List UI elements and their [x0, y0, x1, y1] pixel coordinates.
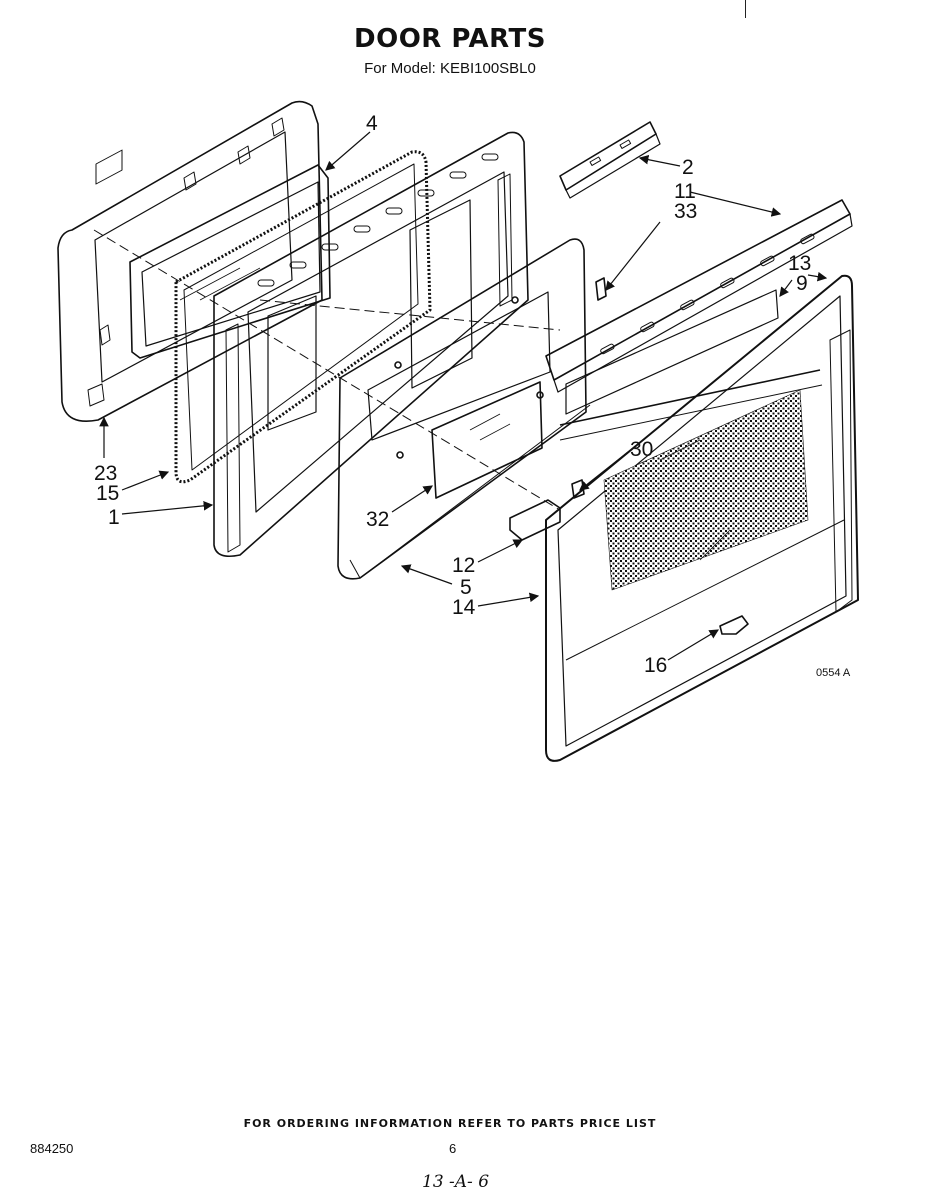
leader-5: [400, 564, 453, 585]
callout-9: 9: [796, 272, 808, 295]
bracket-30: [571, 479, 585, 499]
inner-glass-pack: [129, 164, 331, 359]
callout-23: 23: [94, 462, 117, 485]
window-glass: [431, 381, 543, 499]
callout-12: 12: [452, 554, 475, 577]
leader-33: [605, 221, 661, 291]
leader-12: [477, 539, 524, 563]
side-bracket: [559, 121, 661, 199]
callout-15: 15: [96, 482, 119, 505]
leader-9: [779, 279, 793, 297]
page-number: 6: [449, 1141, 457, 1156]
callout-33: 33: [674, 200, 697, 223]
leader-2: [638, 154, 681, 167]
leader-15: [121, 470, 170, 491]
door-gasket: [174, 150, 432, 484]
leader-11: [689, 191, 782, 217]
leader-1: [121, 501, 214, 515]
outer-door-frame: [545, 274, 859, 762]
model-subtitle: For Model: KEBI100SBL0: [364, 60, 536, 77]
assembly-line-2: [259, 299, 561, 331]
callout-1: 1: [108, 506, 120, 529]
document-number: 884250: [30, 1141, 74, 1156]
assembly-line: [93, 229, 561, 511]
callout-11: 11: [674, 180, 696, 203]
leader-4: [325, 131, 371, 171]
callout-32: 32: [366, 508, 389, 531]
ordering-info-note: FOR ORDERING INFORMATION REFER TO PARTS …: [243, 1117, 657, 1130]
leader-14: [477, 592, 540, 607]
page-edge-mark: [745, 0, 746, 18]
handle-button: [719, 615, 749, 635]
callout-5: 5: [460, 576, 472, 599]
clip-33: [595, 277, 607, 301]
callout-16: 16: [644, 654, 667, 677]
top-trim-strip: [545, 199, 853, 393]
diagram-reference-code: 0554 A: [816, 667, 851, 679]
callout-13: 13: [788, 252, 811, 275]
leader-32: [391, 485, 434, 513]
hinge-bracket: [509, 499, 561, 541]
page-title: DOOR PARTS: [354, 24, 546, 54]
rear-liner-panel: [57, 100, 323, 422]
callout-2: 2: [682, 156, 694, 179]
door-inner-frame: [337, 238, 591, 580]
callout-4: 4: [366, 112, 378, 135]
leader-13: [807, 271, 828, 282]
leader-30: [579, 451, 629, 491]
callout-30: 30: [630, 438, 653, 461]
leader-16: [667, 629, 720, 661]
callout-14: 14: [452, 596, 476, 619]
handwritten-annotation: 13 -A- 6: [422, 1172, 490, 1192]
inner-door-panel: [213, 131, 529, 558]
